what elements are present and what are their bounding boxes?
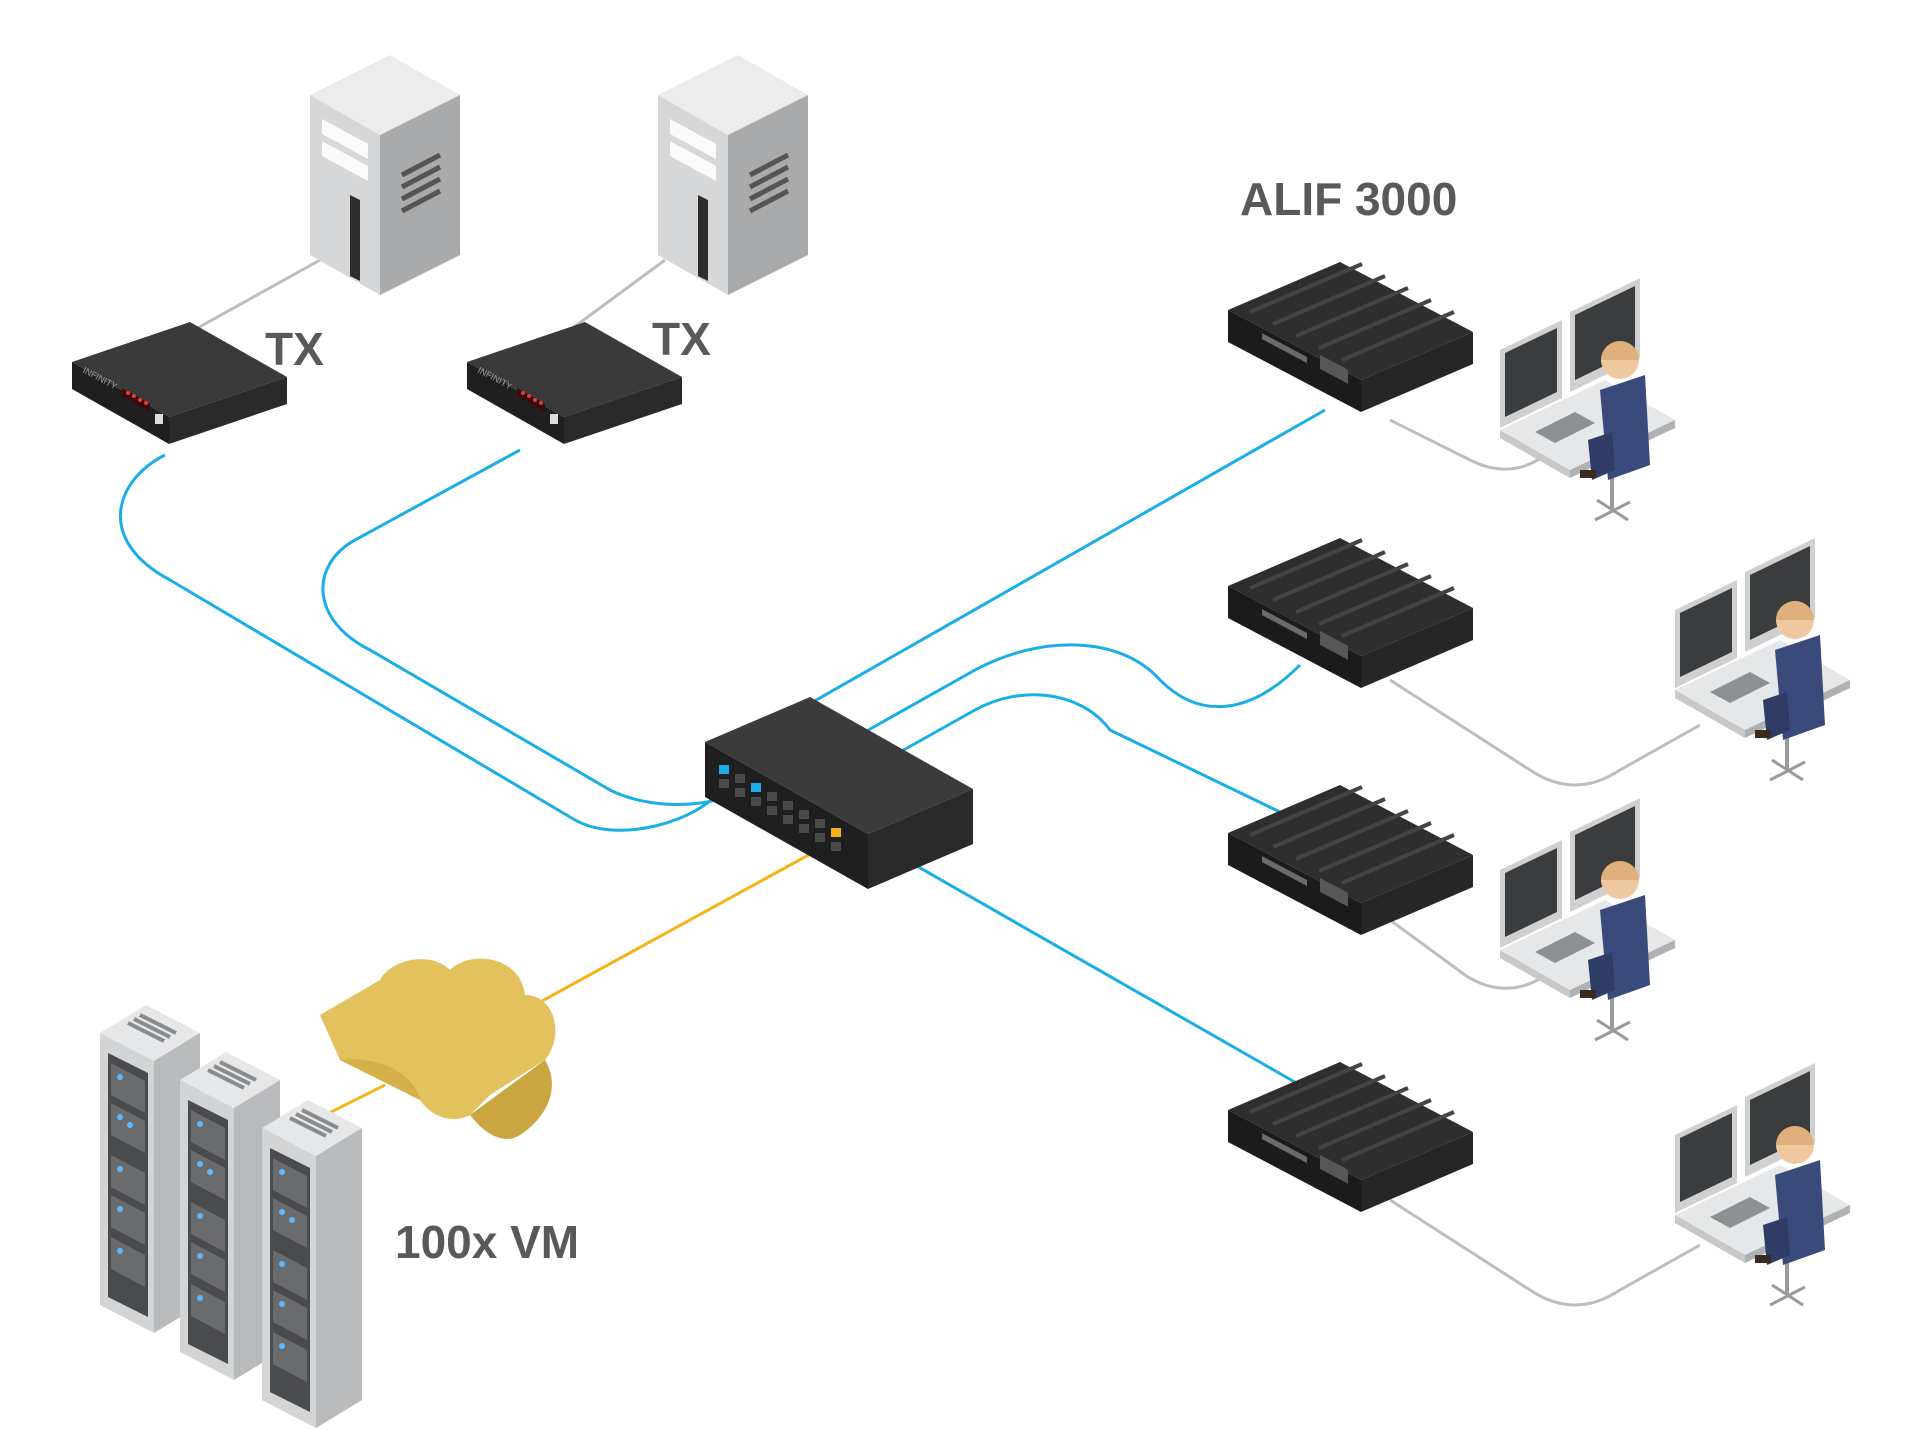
alif-label: ALIF 3000: [1240, 173, 1458, 225]
links: [118, 258, 1701, 1307]
tower-server-icon: [310, 55, 460, 295]
tower-server-icon: [658, 55, 808, 295]
link-alif4-station4: [1389, 1198, 1701, 1307]
tx-unit-icon: INFINITY: [467, 322, 682, 444]
cloud-icon: [320, 958, 556, 1139]
network-switch-icon: [705, 697, 973, 889]
alif-receiver-icon: [1226, 260, 1475, 414]
tx-right-label: TX: [652, 313, 711, 365]
link-alif2-station2: [1389, 678, 1701, 787]
link-alif3-station3: [1389, 918, 1546, 990]
link-switch-alif4: [879, 843, 1301, 1087]
operator-workstation-icon: [1673, 536, 1852, 782]
operator-workstation-icon: [1673, 1061, 1852, 1307]
operator-workstation-icon: [1498, 796, 1677, 1042]
link-tx1-switch: [118, 453, 722, 832]
alif-receiver-icon: [1226, 536, 1475, 690]
link-server1-tx1: [184, 258, 321, 337]
vm-label: 100x VM: [395, 1216, 580, 1268]
link-tx2-switch: [321, 448, 757, 806]
alif-receiver-icon: [1226, 783, 1475, 937]
link-switch-alif1: [789, 408, 1326, 717]
operator-workstation-icon: [1498, 276, 1677, 522]
server-rack-icon: [260, 1098, 364, 1430]
alif-receiver-icon: [1226, 1060, 1475, 1214]
tx-left-label: TX: [265, 323, 324, 375]
link-server2-tx2: [569, 258, 666, 332]
tx-unit-icon: INFINITY: [72, 322, 287, 444]
link-switch-alif2: [814, 643, 1302, 762]
link-switch-alif3: [849, 693, 1281, 814]
link-alif1-station1: [1389, 418, 1546, 471]
